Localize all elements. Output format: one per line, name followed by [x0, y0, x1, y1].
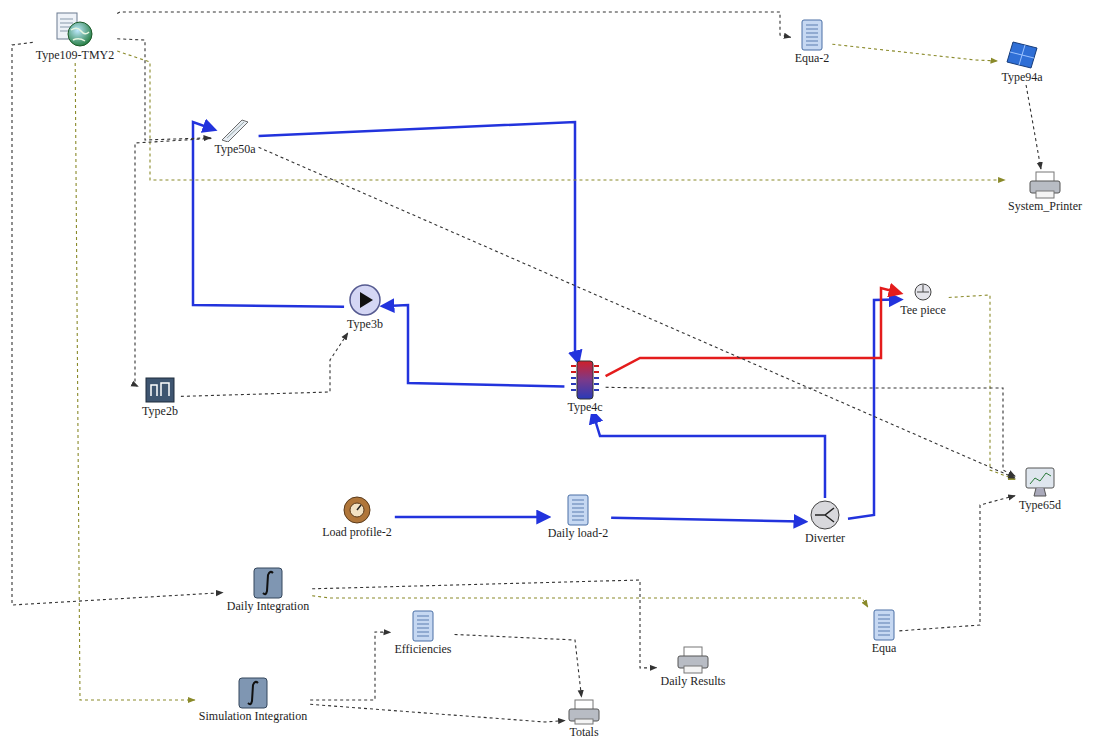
- signal-connector: [135, 138, 211, 386]
- pipe-connector: [606, 288, 897, 376]
- component-label: Type3b: [345, 317, 385, 331]
- pipe-connector: [611, 518, 801, 522]
- integ-icon: [253, 567, 283, 599]
- doc-icon: [410, 610, 436, 642]
- pipe-connector: [387, 305, 565, 387]
- component-node: Daily Integration: [225, 567, 311, 613]
- pipe-connector: [259, 122, 578, 358]
- signal-connector: [117, 39, 210, 140]
- doc-icon: [871, 609, 897, 641]
- component-label: Daily Integration: [225, 599, 311, 613]
- signal-connector: [1026, 85, 1041, 169]
- meter-icon: [341, 495, 373, 525]
- component-node: Daily Results: [659, 646, 728, 688]
- signal-connector: [12, 42, 223, 605]
- panel-icon: [1005, 40, 1039, 70]
- signal-connector: [312, 580, 656, 668]
- printer-icon: [567, 699, 601, 725]
- signal-connector: [832, 44, 997, 61]
- pipe-connector: [193, 122, 344, 307]
- component-label: Efficiencies: [392, 642, 453, 656]
- signal-connector: [181, 333, 348, 396]
- signal-connector: [75, 63, 195, 700]
- component-label: System_Printer: [1006, 199, 1084, 213]
- signal-connector: [259, 147, 1016, 478]
- integ-icon: [238, 677, 268, 709]
- component-node: Tee piece: [898, 281, 947, 317]
- component-node: Simulation Integration: [197, 677, 309, 723]
- signal-connector: [117, 51, 1005, 180]
- component-node: Equa-2: [793, 19, 832, 65]
- component-label: Type94a: [999, 70, 1044, 84]
- printer-icon: [1028, 171, 1062, 199]
- component-node: Type3b: [345, 283, 385, 331]
- component-label: Type65d: [1017, 498, 1063, 512]
- component-node: Type50a: [212, 118, 257, 156]
- component-node: Type4c: [565, 360, 604, 414]
- pipe-connector: [395, 516, 544, 519]
- component-label: Type4c: [565, 400, 604, 414]
- signal-connector: [606, 387, 1016, 476]
- component-node: System_Printer: [1006, 171, 1084, 213]
- monitor-icon: [1023, 466, 1057, 498]
- signal-connector: [455, 634, 582, 697]
- component-label: Diverter: [803, 531, 847, 545]
- pipe-connector: [848, 300, 896, 519]
- diverter-icon: [809, 499, 841, 531]
- pipe-connector: [594, 416, 825, 498]
- component-label: Load profile-2: [320, 525, 394, 539]
- component-label: Type50a: [212, 142, 257, 156]
- signal-connector: [310, 704, 565, 722]
- component-label: Totals: [567, 725, 600, 739]
- component-node: Type94a: [999, 40, 1044, 84]
- globe-icon: [55, 12, 95, 48]
- component-node: Efficiencies: [392, 610, 453, 656]
- tee-icon: [912, 281, 934, 303]
- component-node: Totals: [567, 699, 601, 739]
- component-label: Simulation Integration: [197, 709, 309, 723]
- collector-icon: [218, 118, 252, 142]
- component-node: Type2b: [140, 376, 180, 418]
- component-label: Daily Results: [659, 674, 728, 688]
- component-label: Equa-2: [793, 51, 832, 65]
- tank-icon: [570, 360, 600, 400]
- component-label: Equa: [870, 641, 899, 655]
- printer-icon: [676, 646, 710, 674]
- doc-icon: [799, 19, 825, 51]
- component-node: Diverter: [803, 499, 847, 545]
- signal-connector: [310, 632, 390, 700]
- pump-icon: [348, 283, 382, 317]
- signal-connector: [899, 496, 1015, 631]
- signal-connector: [949, 295, 1015, 480]
- component-node: Load profile-2: [320, 495, 394, 539]
- component-label: Tee piece: [898, 303, 947, 317]
- component-node: Equa: [870, 609, 899, 655]
- ctrl-icon: [144, 376, 176, 404]
- component-label: Daily load-2: [546, 526, 610, 540]
- signal-connector: [312, 596, 868, 607]
- component-label: Type2b: [140, 404, 180, 418]
- component-node: Daily load-2: [546, 494, 610, 540]
- component-node: Type65d: [1017, 466, 1063, 512]
- doc-icon: [565, 494, 591, 526]
- component-label: Type109-TMY2: [34, 48, 116, 62]
- signal-connector: [117, 12, 790, 37]
- component-node: Type109-TMY2: [34, 12, 116, 62]
